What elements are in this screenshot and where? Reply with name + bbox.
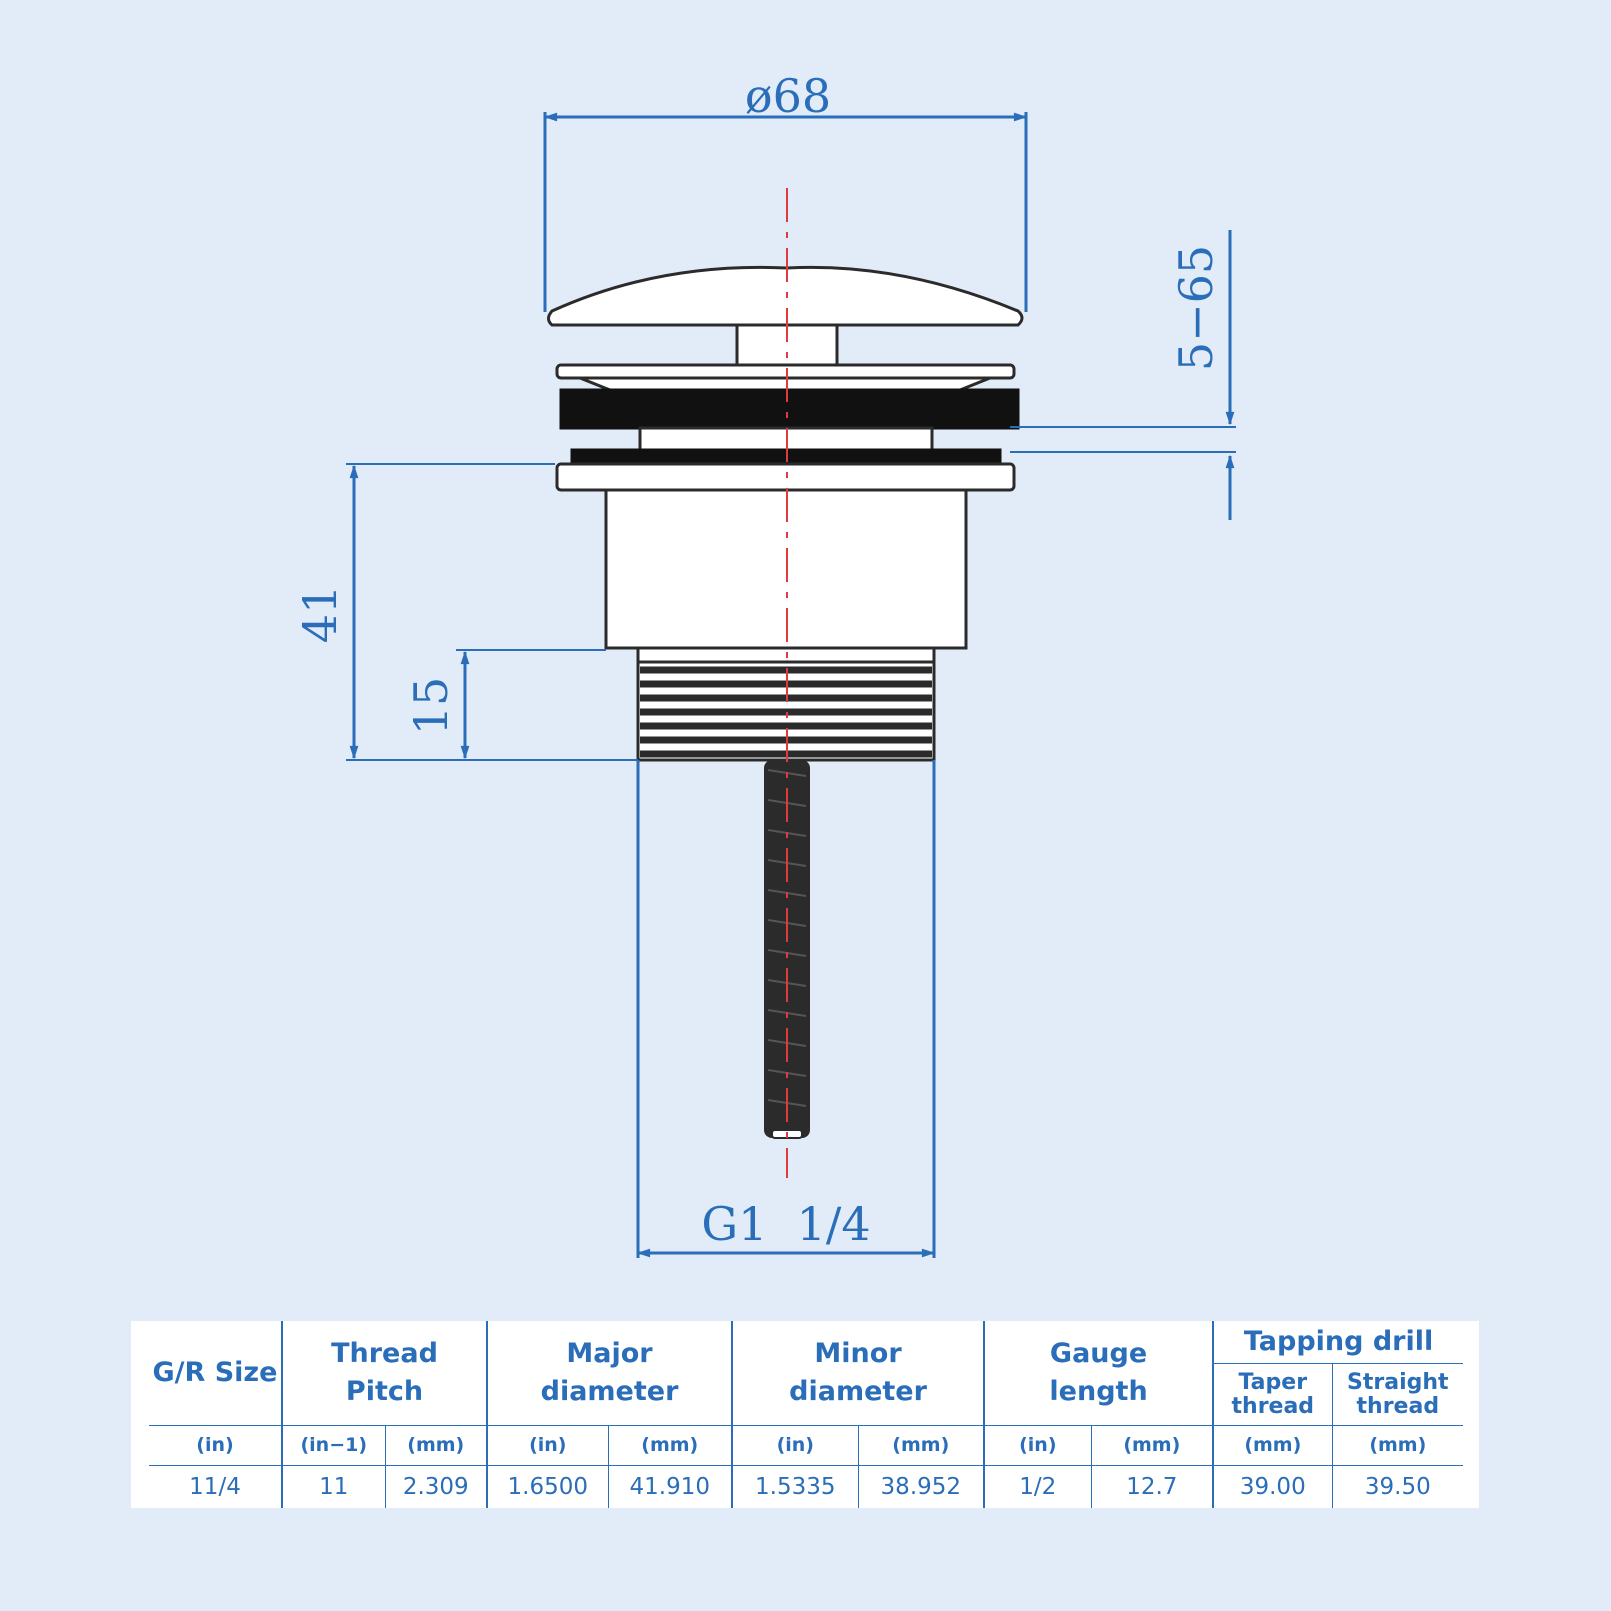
unit-cell: (in) <box>149 1425 282 1466</box>
value-cell: 1/2 <box>983 1464 1092 1508</box>
diameter-label: ø68 <box>745 69 831 123</box>
unit-cell: (in) <box>486 1425 609 1466</box>
value-cell: 11 <box>281 1464 385 1508</box>
header-gr-size: G/R Size <box>152 1357 278 1389</box>
unit-cell: (mm) <box>1090 1425 1214 1466</box>
black-gasket <box>559 388 1020 430</box>
value-cell: 12.7 <box>1090 1464 1214 1508</box>
unit-cell: (in) <box>731 1425 859 1466</box>
body-height-label: 41 <box>293 585 347 644</box>
dimension-lines <box>346 112 1236 1258</box>
unit-cell: (mm) <box>384 1425 488 1466</box>
header-tapping-drill: Tapping drill <box>1212 1321 1464 1364</box>
thread-length-label: 15 <box>404 677 458 736</box>
value-cell: 38.952 <box>857 1464 985 1508</box>
value-cell: 41.910 <box>607 1464 733 1508</box>
unit-cell: (mm) <box>1212 1425 1333 1466</box>
unit-cell: (mm) <box>607 1425 733 1466</box>
lower-flange <box>555 462 1016 492</box>
upper-flange <box>555 363 1016 380</box>
height-range-label: 5−65 <box>1169 245 1223 371</box>
value-cell: 1.5335 <box>731 1464 859 1508</box>
value-cell: 39.50 <box>1331 1464 1464 1508</box>
values-row: 11/4 11 2.309 1.6500 41.910 1.5335 38.95… <box>149 1464 1464 1508</box>
value-cell: 2.309 <box>384 1464 488 1508</box>
value-cell: 11/4 <box>149 1464 282 1508</box>
unit-cell: (mm) <box>1331 1425 1464 1466</box>
unit-cell: (mm) <box>857 1425 985 1466</box>
units-row: (in) (in−1) (mm) (in) (mm) (in) (mm) (in… <box>149 1425 1464 1466</box>
dome-cap <box>547 265 1024 327</box>
value-cell: 1.6500 <box>486 1464 609 1508</box>
unit-cell: (in) <box>983 1425 1092 1466</box>
value-cell: 39.00 <box>1212 1464 1333 1508</box>
unit-cell: (in−1) <box>281 1425 385 1466</box>
thread-size-label: G1 1/4 <box>701 1197 870 1251</box>
